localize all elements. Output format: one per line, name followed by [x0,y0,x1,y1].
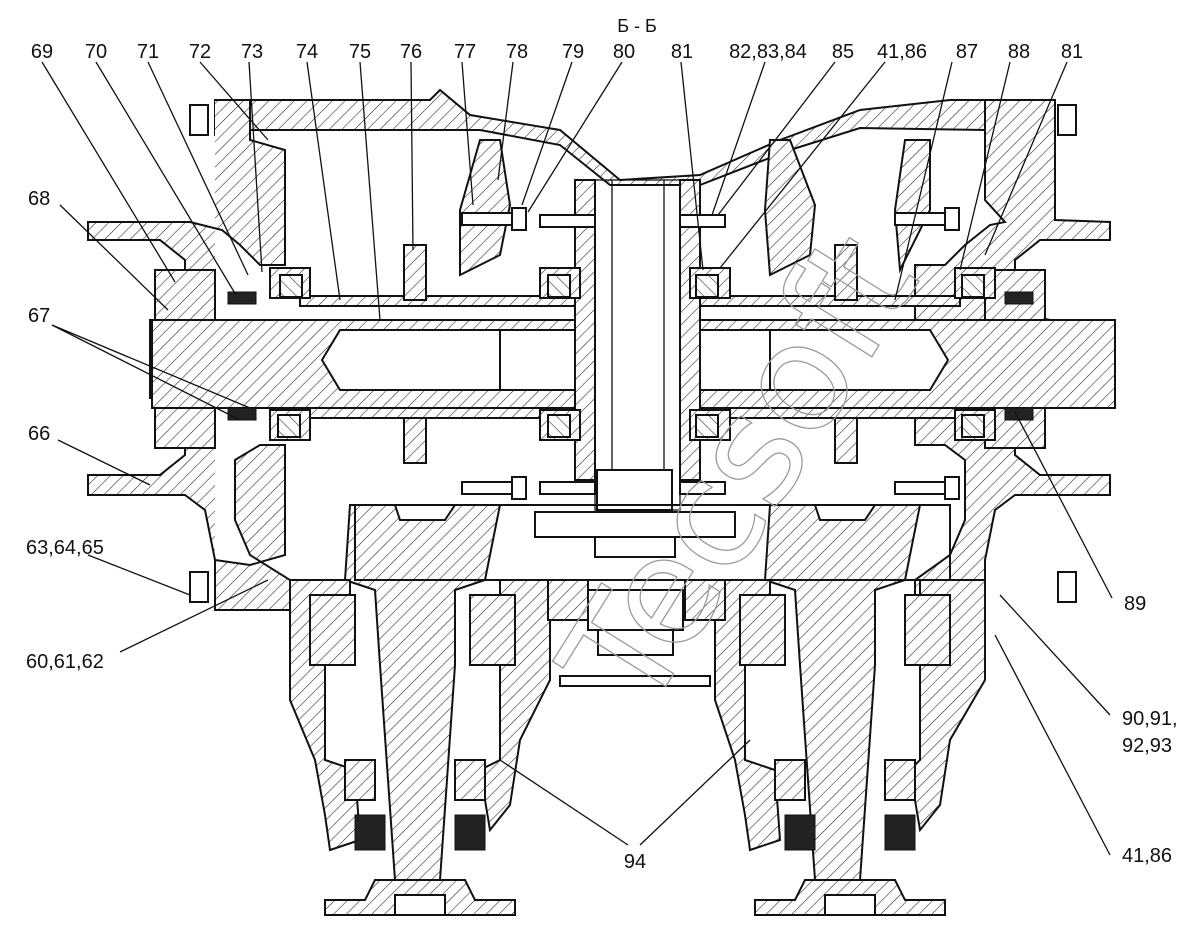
callout-72: 72 [189,41,211,63]
callouts-bottom: 94 [624,851,646,873]
callout-94: 94 [624,851,646,873]
callout-82-83-84: 82,83,84 [729,41,807,63]
callouts-left: 68 67 66 63,64,65 60,61,62 [26,188,104,673]
callout-81a: 81 [671,41,693,63]
callout-89: 89 [1124,593,1146,615]
callout-63-64-65: 63,64,65 [26,537,104,559]
callout-73: 73 [241,41,263,63]
callout-85: 85 [832,41,854,63]
callout-70: 70 [85,41,107,63]
callout-41-86b: 41,86 [1122,845,1172,867]
horizontal-shafts [151,295,1116,419]
callout-80: 80 [613,41,635,63]
central-vertical-shaft [534,179,736,687]
callout-76: 76 [400,41,422,63]
callout-74: 74 [296,41,318,63]
lower-housing-plate [354,504,951,621]
callout-66: 66 [28,423,50,445]
leader-lines [41,61,1113,856]
callouts-top: 69 70 71 72 73 74 75 76 77 78 79 80 81 8… [31,41,1083,63]
callout-71: 71 [137,41,159,63]
callout-60-61-62: 60,61,62 [26,651,104,673]
callout-87: 87 [956,41,978,63]
lower-right-pinion [714,504,986,916]
callout-79: 79 [562,41,584,63]
callout-90-91: 90,91, [1122,708,1178,730]
callout-41-86a: 41,86 [877,41,927,63]
callout-75: 75 [349,41,371,63]
callout-88: 88 [1008,41,1030,63]
callout-67: 67 [28,305,50,327]
gear-hubs [189,104,1077,603]
bearings [227,267,1034,441]
lower-left-pinion [289,504,551,916]
callout-78: 78 [506,41,528,63]
callout-81b: 81 [1061,41,1083,63]
callout-92-93: 92,93 [1122,735,1172,757]
callouts-right: 89 90,91, 92,93 41,86 [1122,593,1178,867]
callout-68: 68 [28,188,50,210]
callout-77: 77 [454,41,476,63]
section-title: Б - Б [617,16,657,36]
callout-69: 69 [31,41,53,63]
bolt-icon [189,104,1077,603]
